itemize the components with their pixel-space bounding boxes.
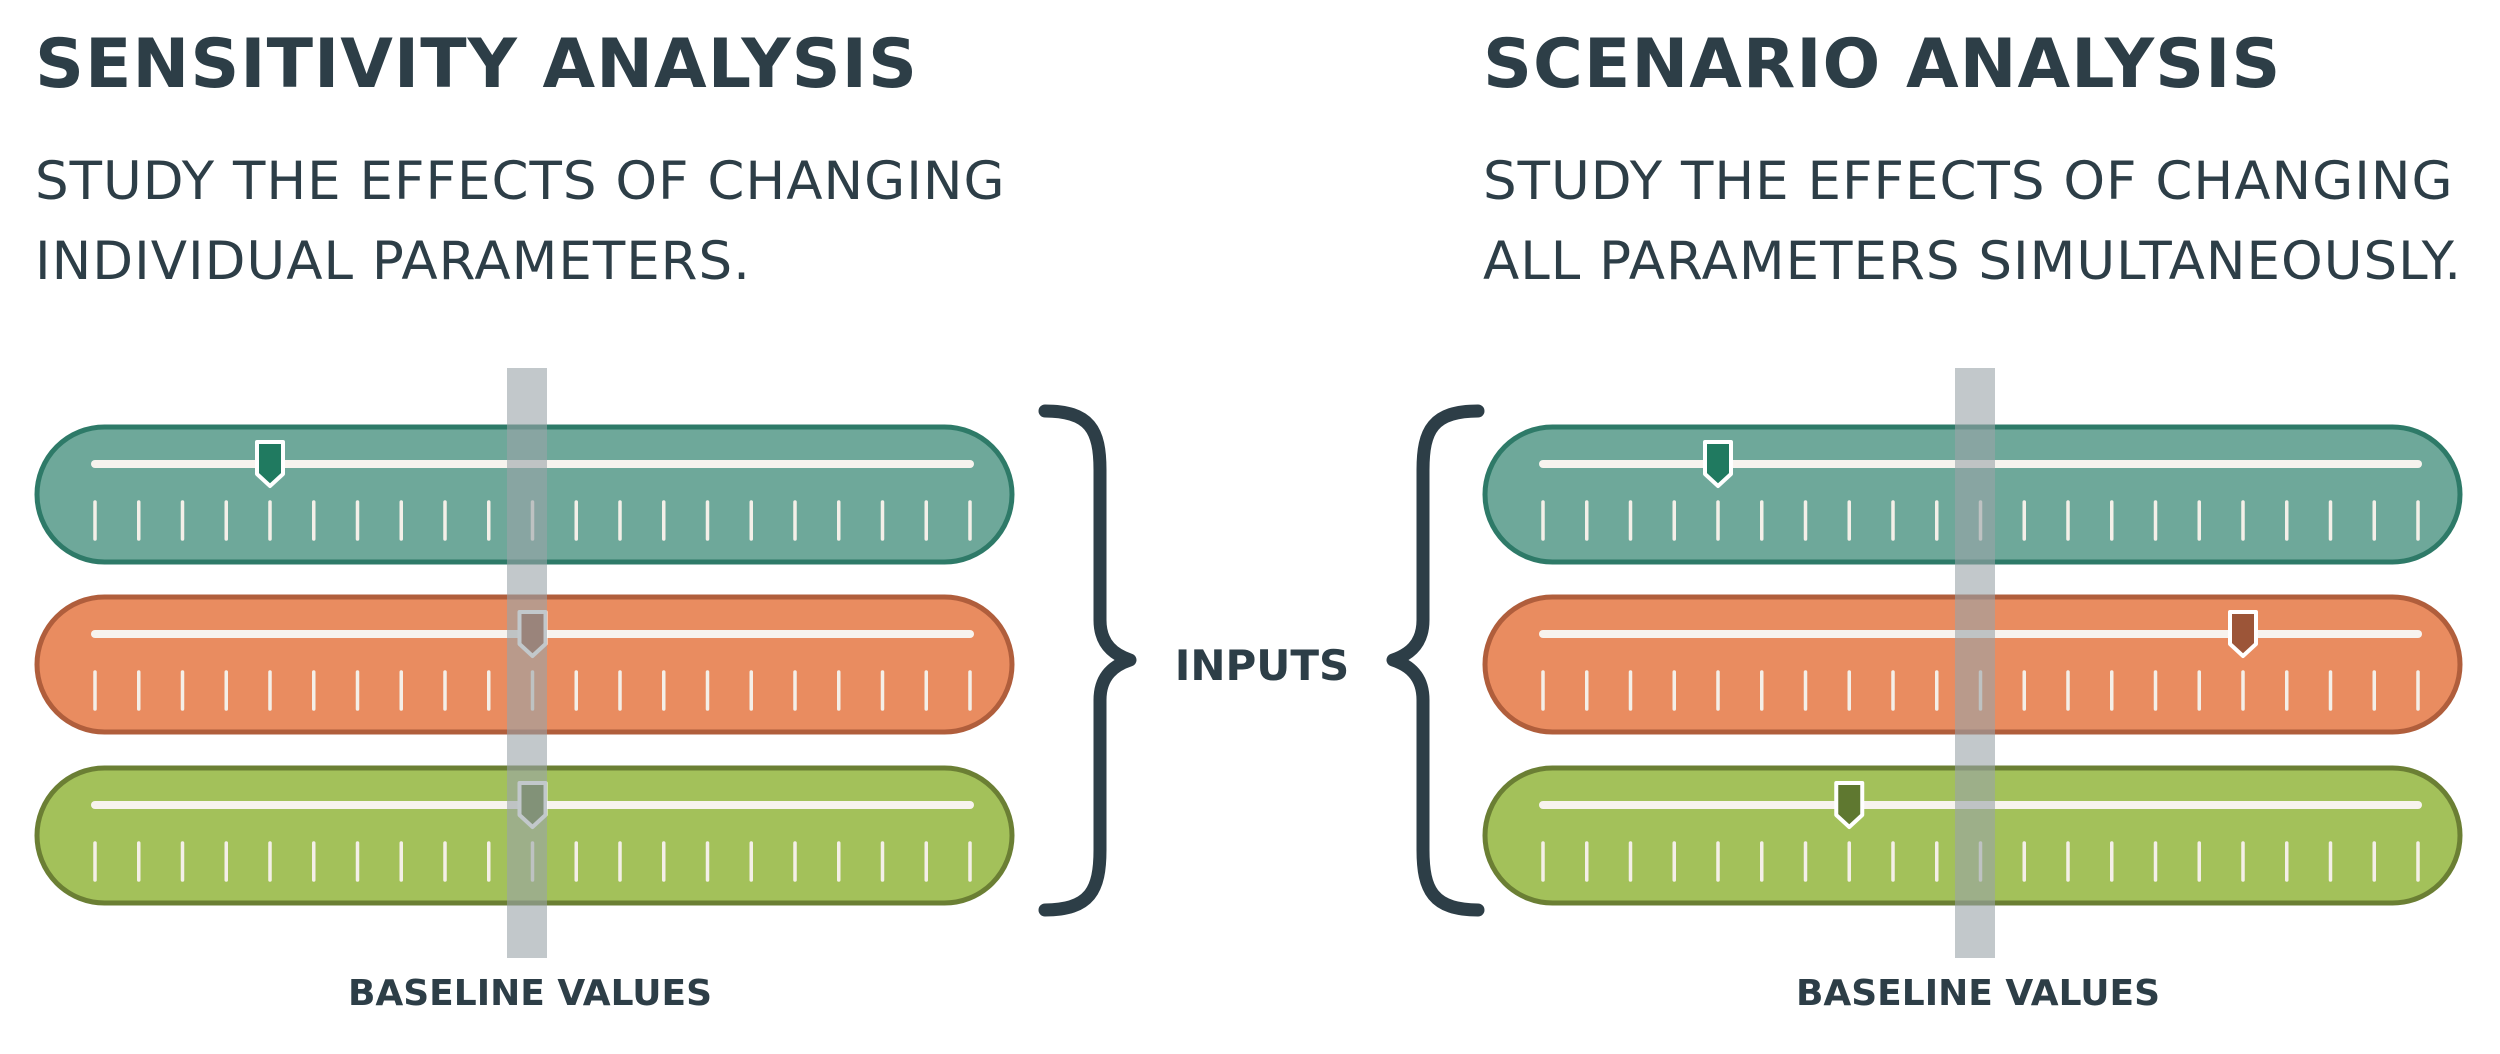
left-curly-brace [1038, 404, 1137, 917]
sensitivity-sliders-panel [34, 368, 1015, 958]
sensitivity-description-line-1: STUDY THE EFFECTS OF CHANGING [35, 151, 1006, 212]
sensitivity-baseline-band [507, 368, 547, 958]
scenario-slider-3-handle[interactable] [1834, 781, 1865, 829]
sensitivity-description-line-2: INDIVIDUAL PARAMETERS. [35, 231, 751, 292]
scenario-analysis-title: SCENARIO ANALYSIS [1483, 25, 2282, 104]
scenario-slider-2-handle[interactable] [2228, 610, 2258, 658]
sensitivity-analysis-description: STUDY THE EFFECTS OF CHANGING INDIVIDUAL… [35, 142, 1006, 302]
scenario-description-line-1: STUDY THE EFFECTS OF CHANGING [1483, 151, 2454, 212]
inputs-label: INPUTS [1175, 641, 1350, 690]
scenario-description-line-2: ALL PARAMETERS SIMULTANEOUSLY. [1483, 231, 2463, 292]
sensitivity-baseline-label: BASELINE VALUES [348, 973, 712, 1014]
right-curly-brace [1386, 404, 1485, 917]
scenario-analysis-description: STUDY THE EFFECTS OF CHANGING ALL PARAME… [1483, 142, 2462, 302]
sensitivity-slider-1-handle[interactable] [255, 440, 285, 488]
sensitivity-analysis-title: SENSITIVITY ANALYSIS [35, 25, 918, 104]
scenario-sliders-panel [1482, 368, 2463, 958]
scenario-baseline-label: BASELINE VALUES [1796, 973, 2160, 1014]
scenario-slider-1-handle[interactable] [1703, 440, 1733, 488]
scenario-baseline-band [1955, 368, 1995, 958]
